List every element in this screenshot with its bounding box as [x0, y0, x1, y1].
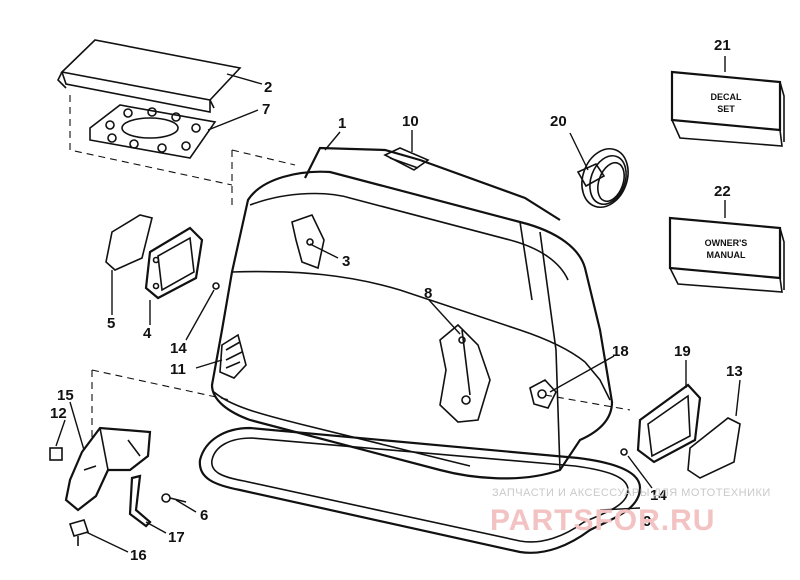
part-17-clip: [128, 474, 152, 528]
part-2-top-cover: [57, 39, 242, 113]
part-19-frame: [636, 383, 702, 464]
watermark: ЗАПЧАСТИ И АКСЕССУАРЫ ДЛЯ МОТОТЕХНИКИ PA…: [490, 487, 771, 537]
callout-15: 15: [57, 387, 74, 404]
callout-numbers: 1 2 3 4 5 6 7 8 9 10 11 12 13 14 14 15 1…: [50, 37, 743, 564]
watermark-tagline: ЗАПЧАСТИ И АКСЕССУАРЫ ДЛЯ МОТОТЕХНИКИ: [492, 487, 771, 499]
part-14-screw-right: [620, 448, 628, 456]
owners-manual-label-line1: OWNER'S: [705, 238, 748, 248]
callout-21: 21: [714, 37, 731, 54]
callout-19: 19: [674, 343, 691, 360]
part-20-wire-harness: [576, 148, 629, 208]
callout-6: 6: [200, 507, 208, 524]
callout-3: 3: [342, 253, 350, 270]
callout-17: 17: [168, 529, 185, 546]
callout-8: 8: [424, 285, 432, 302]
callout-12: 12: [50, 405, 67, 422]
part-21-decal-set-box: [670, 70, 785, 147]
part-12-nut: [49, 447, 63, 461]
box-labels: DECAL SET OWNER'S MANUAL: [705, 92, 748, 260]
callout-4: 4: [143, 325, 152, 342]
callout-16: 16: [130, 547, 147, 564]
part-3-bracket: [291, 214, 325, 270]
owners-manual-label-line2: MANUAL: [707, 250, 746, 260]
part-18-fitting: [529, 379, 557, 409]
callout-20: 20: [550, 113, 567, 130]
callout-10: 10: [402, 113, 419, 130]
part-10-vent: [383, 147, 430, 171]
part-8-latch-plate: [439, 323, 491, 423]
part-16-bolt: [68, 519, 90, 546]
part-5-lens: [105, 214, 153, 271]
callout-22: 22: [714, 183, 731, 200]
decal-set-label-line1: DECAL: [711, 92, 743, 102]
callout-2: 2: [264, 79, 272, 96]
part-6-bolt: [161, 493, 187, 503]
part-15-bracket: [64, 426, 152, 512]
leader-lines: [55, 56, 741, 553]
part-14-screw-left: [212, 282, 220, 290]
callout-7: 7: [262, 101, 270, 118]
callout-14-left: 14: [170, 340, 187, 357]
part-1-motor-cowl: [210, 146, 614, 480]
part-4-frame: [144, 226, 204, 300]
part-13-lens: [687, 417, 741, 479]
callout-18: 18: [612, 343, 629, 360]
callout-13: 13: [726, 363, 743, 380]
assembly-guide-lines: [69, 95, 631, 440]
callout-9: 9: [643, 513, 651, 530]
callout-11: 11: [170, 361, 186, 378]
watermark-brand: PARTSFOR.RU: [490, 504, 715, 537]
callout-14-right: 14: [650, 487, 667, 504]
part-7-gasket: [89, 104, 217, 159]
part-22-owners-manual-box: [668, 216, 785, 293]
callout-1: 1: [338, 115, 346, 132]
callout-5: 5: [107, 315, 115, 332]
decal-set-label-line2: SET: [717, 104, 735, 114]
part-11-grommet: [219, 333, 247, 379]
